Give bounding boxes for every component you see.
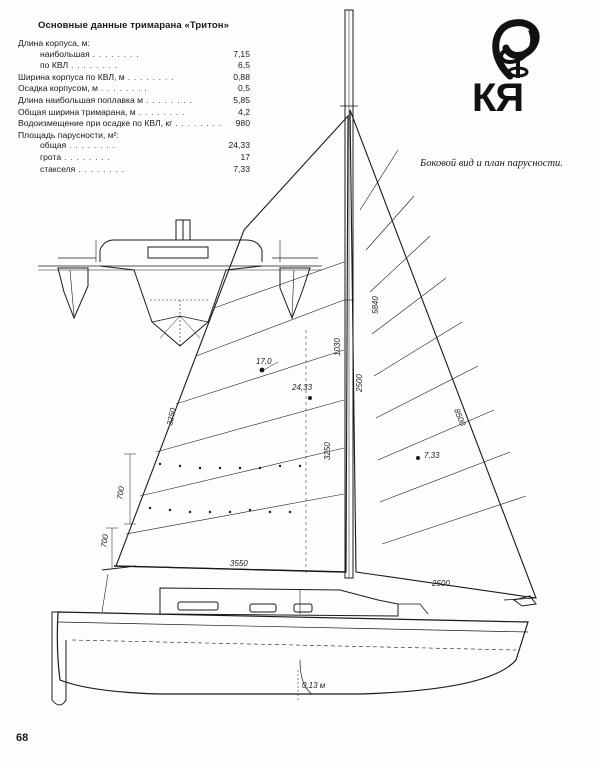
front-view bbox=[38, 219, 322, 348]
spec-value: 6,5 bbox=[238, 60, 250, 71]
spec-row: Длина корпуса, м: bbox=[18, 38, 250, 49]
spec-value: 7,15 bbox=[233, 48, 250, 59]
spec-label: по КВЛ bbox=[40, 60, 69, 71]
spec-value: 17 bbox=[240, 151, 250, 162]
dim-draft: 0,13 м bbox=[302, 681, 326, 690]
spec-dots: ........ bbox=[64, 152, 114, 162]
main-sail bbox=[113, 114, 349, 573]
dim-main-area: 17,0 bbox=[256, 357, 272, 366]
dim-reef-lower: 700 bbox=[99, 533, 110, 548]
spec-dots: ........ bbox=[71, 61, 121, 71]
spec-label: Длина наибольшая поплавка м bbox=[18, 94, 144, 105]
spec-row: общая........ 24,33 bbox=[18, 140, 250, 152]
dimension-lines bbox=[106, 330, 307, 574]
spec-dots: ........ bbox=[69, 141, 119, 151]
spec-label: Общая ширина тримарана, м bbox=[18, 106, 136, 117]
jib-sail bbox=[349, 109, 537, 599]
logo-icon bbox=[492, 19, 540, 80]
page-number: 68 bbox=[16, 732, 29, 744]
spec-label: наибольшая bbox=[40, 48, 90, 59]
spec-table: Длина корпуса, м: наибольшая........ 7,15… bbox=[18, 38, 250, 175]
spec-dots: ........ bbox=[100, 84, 151, 94]
dim-jib-area: 7,33 bbox=[424, 451, 440, 460]
spec-label: Длина корпуса, м: bbox=[18, 38, 90, 48]
dim-main-head: 3250 bbox=[165, 407, 178, 427]
spec-row: стакселя........ 7,33 bbox=[18, 164, 250, 176]
spec-value: 0,5 bbox=[238, 83, 250, 94]
spec-label: Водоизмещение при осадке по КВЛ, кг bbox=[18, 118, 173, 129]
dim-jib-foot: 2500 bbox=[431, 579, 450, 588]
spec-dots: ........ bbox=[175, 119, 223, 129]
spec-value: 7,33 bbox=[233, 163, 250, 174]
logo-text: КЯ bbox=[472, 76, 524, 120]
dim-total-area: 24,33 bbox=[291, 383, 313, 392]
spec-label: Ширина корпуса по КВЛ, м bbox=[18, 71, 125, 82]
spec-row: грота........ 17 bbox=[18, 152, 250, 164]
dim-mast-top: 1030 bbox=[333, 338, 342, 356]
spec-row: наибольшая........ 7,15 bbox=[18, 49, 250, 61]
reef-points bbox=[148, 367, 420, 514]
spec-value: 5,85 bbox=[233, 94, 250, 105]
spec-value: 4,2 bbox=[238, 106, 250, 117]
hull-side-view bbox=[51, 565, 537, 706]
spec-label: стакселя bbox=[40, 163, 76, 174]
spec-dots: ........ bbox=[146, 95, 196, 105]
spec-dots: ........ bbox=[78, 164, 129, 174]
dim-mast-mid: 2500 bbox=[355, 374, 364, 393]
dim-main-foot: 3550 bbox=[230, 559, 248, 568]
spec-row: Общая ширина тримарана, м........ 4,2 bbox=[18, 107, 250, 119]
spec-dots: ........ bbox=[138, 107, 189, 117]
spec-row: Ширина корпуса по КВЛ, м........ 0,88 bbox=[18, 72, 250, 84]
spec-label: Площадь парусности, м²: bbox=[18, 129, 119, 140]
dim-reef-upper: 700 bbox=[115, 485, 126, 500]
mast bbox=[340, 9, 358, 579]
figure-caption: Боковой вид и план парусности. bbox=[420, 158, 563, 169]
spec-dots: ........ bbox=[92, 49, 143, 59]
spec-value: 24,33 bbox=[228, 140, 250, 151]
dim-jib-leech: 5840 bbox=[371, 296, 380, 314]
spec-title: Основные данные тримарана «Тритон» bbox=[38, 20, 230, 31]
spec-row: по КВЛ........ 6,5 bbox=[18, 60, 250, 72]
spec-label: грота bbox=[40, 151, 62, 162]
spec-value: 0,88 bbox=[233, 71, 250, 82]
spec-label: Осадка корпусом, м bbox=[18, 83, 98, 94]
spec-value: 980 bbox=[235, 118, 250, 129]
spec-dots: ........ bbox=[127, 72, 178, 82]
spec-row: Длина наибольшая поплавка м........ 5,85 bbox=[18, 95, 250, 107]
spec-label: общая bbox=[40, 140, 67, 151]
spec-row: Водоизмещение при осадке по КВЛ, кг.....… bbox=[18, 118, 250, 130]
spec-row: Осадка корпусом, м........ 0,5 bbox=[18, 83, 250, 95]
dim-mast-low: 3250 bbox=[323, 442, 332, 460]
spec-row: Площадь парусности, м²: bbox=[18, 130, 250, 141]
